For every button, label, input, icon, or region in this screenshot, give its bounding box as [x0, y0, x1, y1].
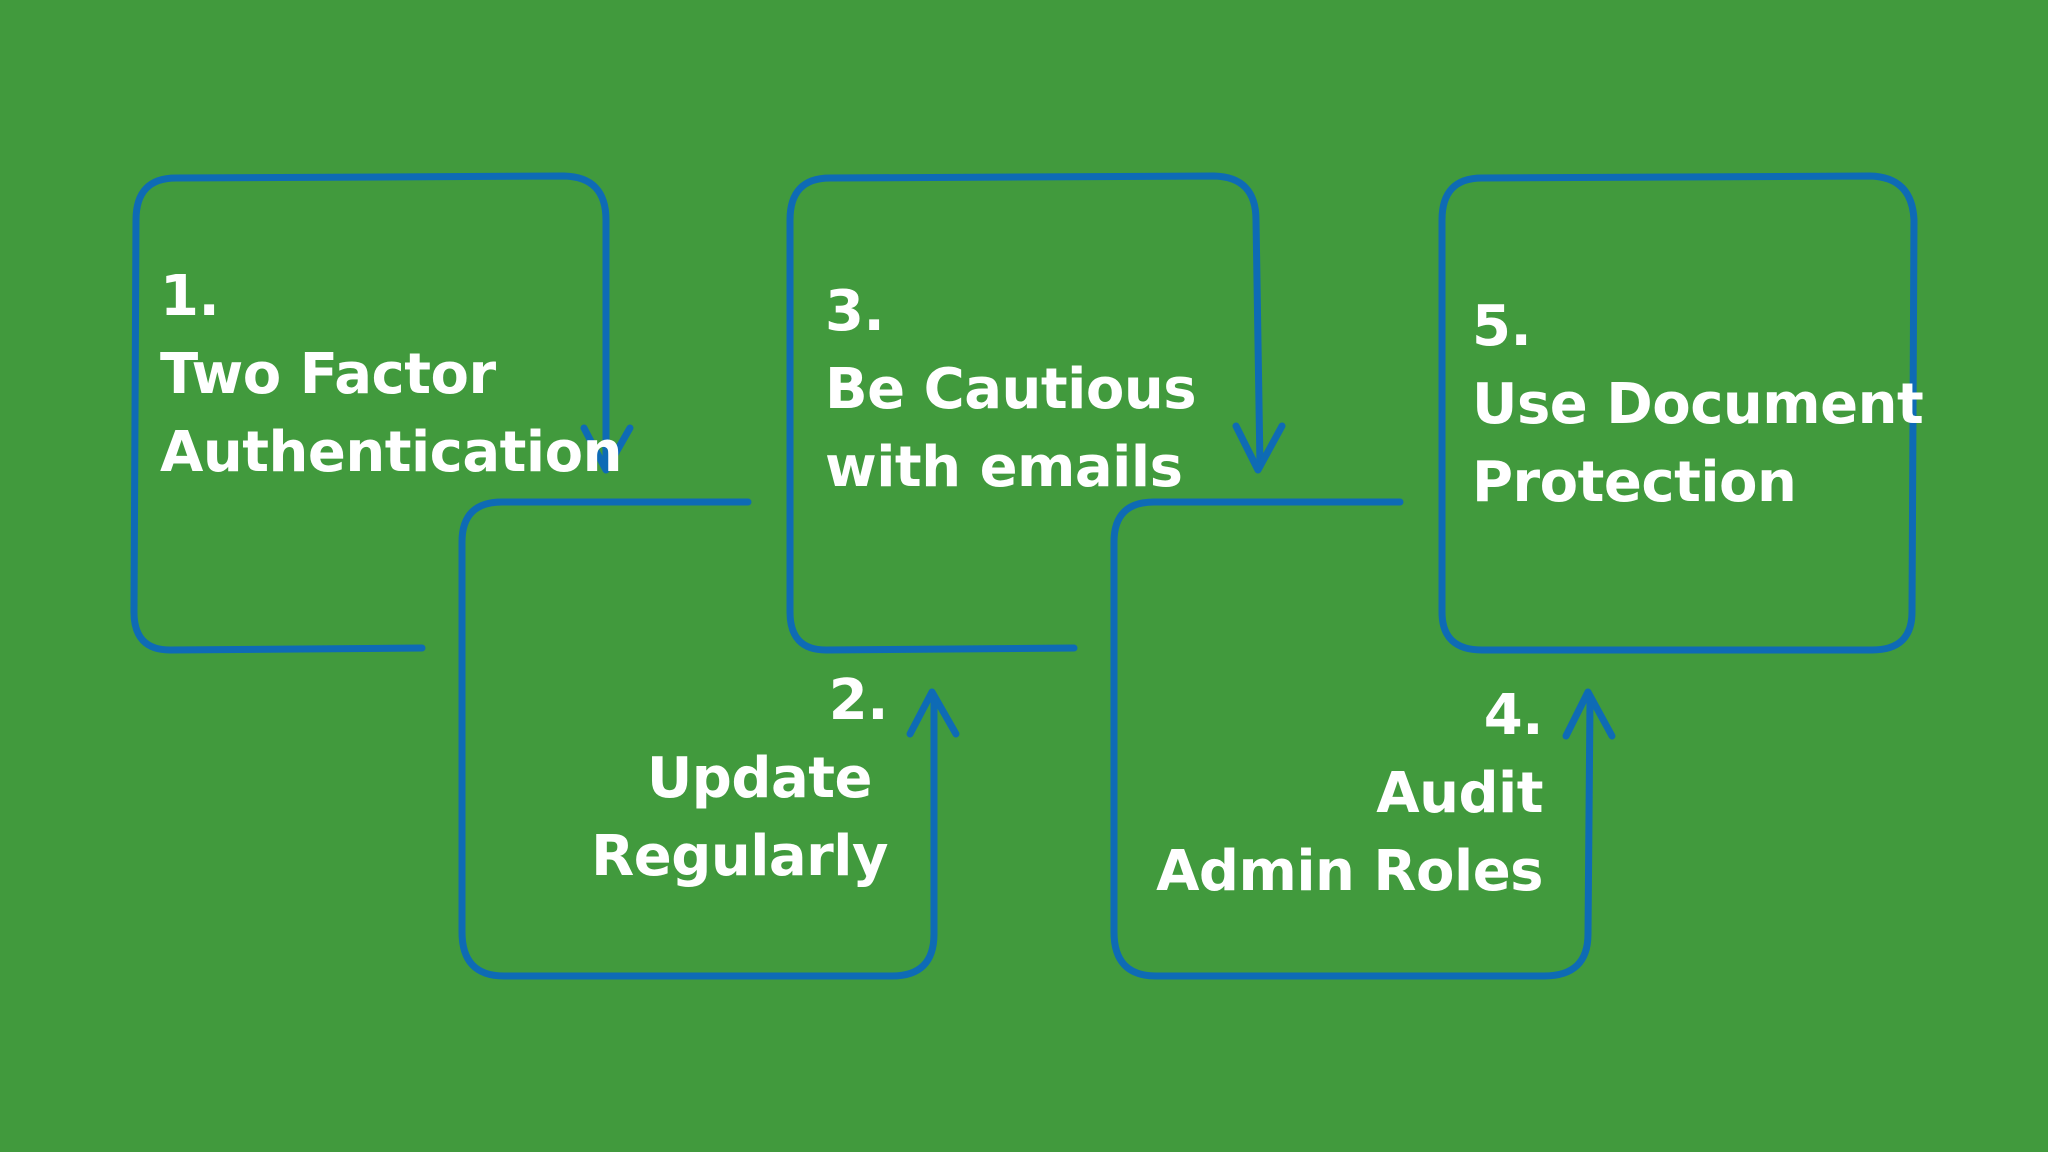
step-4-line-1: Audit: [1376, 761, 1543, 826]
step-3-number: 3.: [825, 279, 885, 344]
step-4-label: 4. Audit Admin Roles: [1156, 677, 1543, 911]
box-1-outline: [130, 172, 610, 654]
step-3-label: 3. Be Cautious with emails: [825, 273, 1197, 507]
step-1-label: 1. Two Factor Authentication: [160, 258, 622, 492]
box-3-outline: [786, 172, 1264, 654]
step-1-line-2: Authentication: [160, 420, 622, 485]
step-2-number: 2.: [828, 668, 889, 733]
box-4-outline: [1110, 498, 1594, 980]
step-5-line-1: Use Document: [1472, 372, 1924, 437]
box-5-outline: [1438, 172, 1918, 654]
step-5-line-2: Protection: [1472, 450, 1797, 515]
step-5-number: 5.: [1472, 294, 1532, 359]
step-2-line-1: Update: [646, 746, 873, 811]
step-4-line-2: Admin Roles: [1156, 839, 1543, 904]
arrow-up-2-icon: [906, 688, 960, 738]
step-2-line-2: Regularly: [591, 824, 888, 889]
step-1-number: 1.: [160, 264, 220, 329]
arrow-down-3-icon: [1232, 422, 1286, 474]
step-3-line-1: Be Cautious: [825, 357, 1197, 422]
step-1-line-1: Two Factor: [160, 342, 496, 407]
step-3-line-2: with emails: [825, 435, 1183, 500]
step-2-label: 2. Update Regularly: [591, 662, 888, 896]
arrow-up-4-icon: [1562, 688, 1616, 740]
box-2-outline: [458, 498, 938, 980]
arrow-down-1-icon: [580, 424, 634, 474]
step-4-number: 4.: [1483, 683, 1544, 748]
step-5-label: 5. Use Document Protection: [1472, 288, 1924, 522]
